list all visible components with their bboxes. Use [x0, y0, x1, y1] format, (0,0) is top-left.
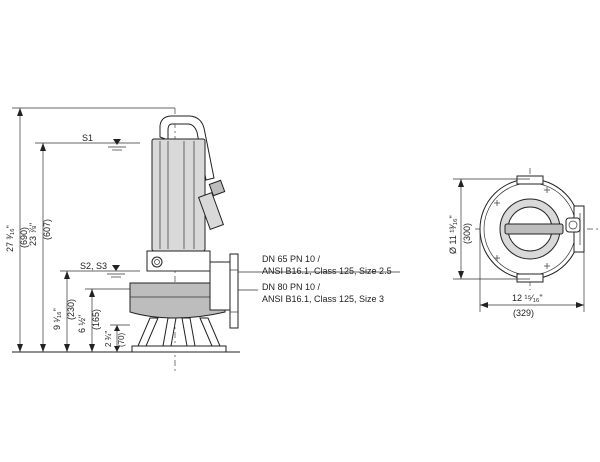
flange-note-line4: ANSI B16.1, Class 125, Size 3: [262, 294, 384, 304]
pump-stand: [131, 317, 227, 353]
dim-width: [480, 302, 584, 308]
s2-water-symbol: [107, 265, 125, 278]
dim-diameter: [458, 179, 464, 279]
foot-height-in: 2 ¾": [104, 331, 113, 347]
s1-height-in: 23 ⅞": [28, 223, 38, 246]
dim-s2-height: [64, 271, 70, 352]
dim-foot-height: [114, 325, 120, 352]
bolt-marks: [494, 187, 550, 269]
s1-height-mm: (607): [42, 219, 52, 240]
top-lug: [516, 175, 544, 185]
handle-top-view: [504, 223, 564, 235]
s2-height-in: 9 ¹⁄₁₆": [52, 308, 62, 330]
width-mm: (329): [513, 308, 534, 318]
overall-height-in: 27 ³⁄₁₆": [5, 225, 15, 252]
dim-s1-height: [40, 143, 46, 352]
diameter-mm: (300): [462, 223, 472, 244]
s1-water-symbol: [108, 139, 126, 151]
bottom-lug: [516, 273, 544, 283]
width-in: 12 ¹⁵⁄₁₆": [512, 293, 543, 303]
oil-plug: [151, 256, 163, 268]
cable-gland-top-view: [565, 217, 581, 233]
flange-note-line2: ANSI B16.1, Class 125, Size 2.5: [262, 266, 392, 276]
pump-handle: [159, 115, 215, 181]
s1-label: S1: [82, 133, 93, 143]
top-view: Ø 11 ¹³⁄₁₆" (300) 12 ¹⁵⁄₁₆" (329): [448, 168, 598, 318]
cable-gland: [197, 179, 226, 231]
diameter-in: Ø 11 ¹³⁄₁₆": [448, 215, 458, 254]
flange-note-line1: DN 65 PN 10 /: [262, 254, 321, 264]
discharge-flange: [229, 253, 239, 329]
foot-height-mm: (70): [117, 332, 126, 347]
outlet-height-in: 6 ½": [77, 315, 87, 333]
dim-overall-height: [17, 108, 23, 352]
flange-note-line3: DN 80 PN 10 /: [262, 282, 321, 292]
dim-outlet-height: [89, 289, 95, 352]
overall-height-mm: (690): [19, 227, 29, 248]
s2-s3-label: S2, S3: [80, 261, 107, 271]
side-view: S1 S2, S3 27 ³⁄₁₆" (690) 23 ⅞" (607): [5, 107, 400, 372]
s2-height-mm: (230): [66, 299, 76, 320]
discharge-pipe: [209, 261, 231, 311]
outlet-height-mm: (165): [91, 309, 101, 330]
